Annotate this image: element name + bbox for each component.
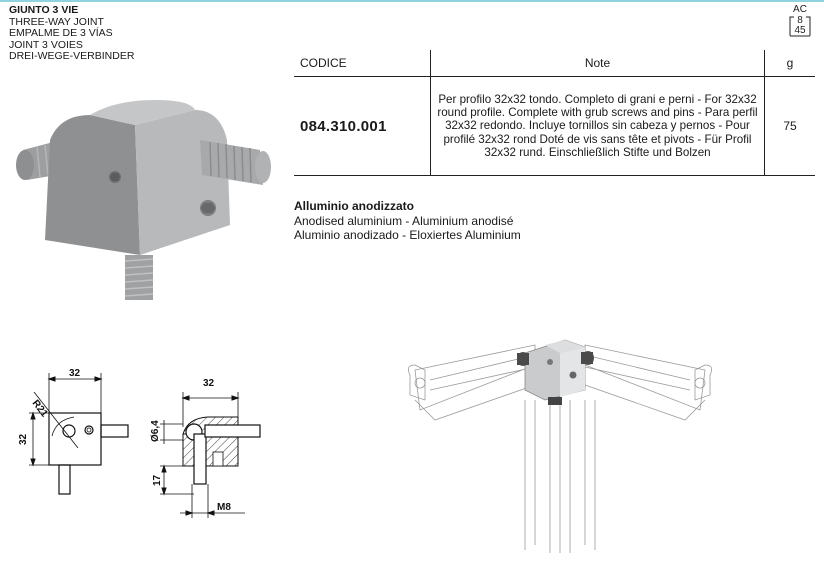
profile-slot-icon: 8 45 xyxy=(789,15,811,37)
top-rule xyxy=(0,0,824,2)
section-view-drawing: 32 Ø6,4 17 M8 xyxy=(150,372,275,527)
assembly-illustration xyxy=(395,325,725,562)
profile-series-badge: AC 8 45 xyxy=(784,5,816,39)
front-view-drawing: 32 32 R21 xyxy=(14,368,139,513)
material-line-1: Anodised aluminium - Aluminium anodisé xyxy=(294,213,514,228)
material-info: Alluminio anodizzato Anodised aluminium … xyxy=(294,199,521,243)
header-code: CODICE xyxy=(294,50,431,77)
table-row: 084.310.001 Per profilo 32x32 tondo. Com… xyxy=(294,76,815,176)
product-table: CODICE Note g 084.310.001 Per profilo 32… xyxy=(294,50,815,176)
svg-text:Ø6,4: Ø6,4 xyxy=(150,420,161,442)
material-line-2: Aluminio anodizado - Eloxiertes Aluminiu… xyxy=(294,228,521,242)
product-code: 084.310.001 xyxy=(294,76,431,176)
svg-text:32: 32 xyxy=(18,433,29,445)
svg-text:17: 17 xyxy=(152,474,163,486)
material-title: Alluminio anodizzato xyxy=(294,199,414,213)
bottom-threaded-pin xyxy=(124,255,154,300)
product-titles: GIUNTO 3 VIE THREE-WAY JOINT EMPALME DE … xyxy=(9,4,135,63)
title-english: THREE-WAY JOINT xyxy=(9,15,104,28)
title-spanish: EMPALME DE 3 VÍAS xyxy=(9,27,113,39)
product-weight: 75 xyxy=(764,76,815,176)
product-photo xyxy=(5,95,285,315)
svg-text:32: 32 xyxy=(69,368,81,379)
header-weight: g xyxy=(764,50,815,77)
badge-value-2: 45 xyxy=(794,25,806,36)
svg-text:M8: M8 xyxy=(217,502,231,513)
product-note: Per profilo 32x32 tondo. Completo di gra… xyxy=(430,76,765,176)
header-note: Note xyxy=(430,50,765,77)
title-italian: GIUNTO 3 VIE xyxy=(9,4,79,16)
badge-value-1: 8 xyxy=(797,15,803,26)
table-header-row: CODICE Note g xyxy=(294,50,815,77)
right-threaded-pin xyxy=(200,140,271,185)
badge-label: AC xyxy=(793,4,807,15)
title-french: JOINT 3 VOIES xyxy=(9,38,83,51)
title-german: DREI-WEGE-VERBINDER xyxy=(9,50,135,62)
svg-text:32: 32 xyxy=(203,378,215,389)
